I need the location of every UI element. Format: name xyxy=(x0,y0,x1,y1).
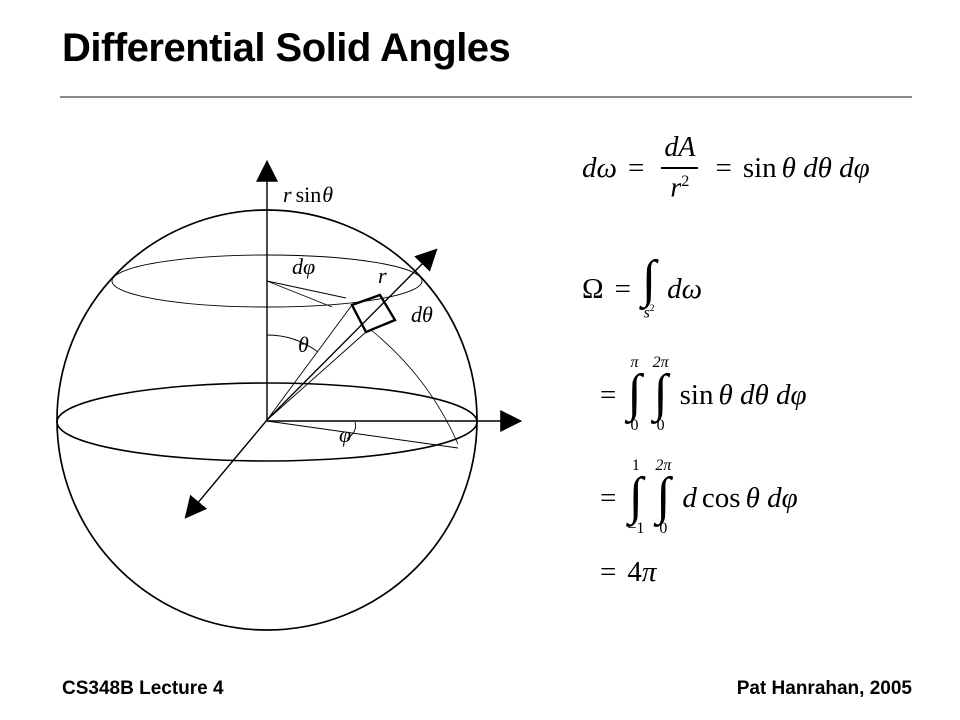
label-theta: θ xyxy=(298,332,309,357)
upper-limit: π xyxy=(630,354,639,371)
eq4-equals: = xyxy=(600,481,617,514)
eq1-lhs: dω xyxy=(582,151,617,184)
eq1-equals-2: = xyxy=(715,151,732,184)
eq2-lhs: Ω xyxy=(582,273,604,306)
eq4-integral-costheta: 1 ∫ −1 xyxy=(627,457,645,538)
lower-limit: s2 xyxy=(643,303,655,321)
dphi-wedge-line-1 xyxy=(266,280,347,299)
eq2-equals: = xyxy=(614,273,631,306)
eq2-integral: ∫ s2 xyxy=(641,251,657,322)
eq4-integral-phi: 2π ∫ 0 xyxy=(655,457,672,538)
integral-sign: ∫ xyxy=(628,467,643,525)
radial-line-lower xyxy=(266,331,367,421)
phi-line xyxy=(266,420,459,449)
eq5-equals: = xyxy=(600,556,617,588)
title-divider xyxy=(60,96,912,98)
lower-limit: 0 xyxy=(630,417,639,435)
fraction-denominator: r2 xyxy=(661,167,699,204)
integral-sign: ∫ xyxy=(653,364,668,422)
eq3-equals: = xyxy=(600,378,617,411)
page-title: Differential Solid Angles xyxy=(62,26,511,70)
eq1-equals-1: = xyxy=(627,151,645,184)
eq3-integral-theta: π ∫ 0 xyxy=(627,354,642,435)
integral-sign: ∫ xyxy=(627,364,642,422)
projection-curve xyxy=(370,329,459,445)
dphi-wedge-line-2 xyxy=(266,280,333,308)
lower-limit: −1 xyxy=(627,520,645,538)
eq3-integral-phi: 2π ∫ 0 xyxy=(652,354,669,435)
radial-line-upper xyxy=(266,304,353,421)
upper-limit: 2π xyxy=(652,354,669,371)
phi-arc xyxy=(346,421,357,440)
fraction-numerator: dA xyxy=(664,132,696,163)
footer-course: CS348B Lecture 4 xyxy=(62,678,224,699)
equation-result: = 4π xyxy=(600,556,656,589)
lower-limit: 0 xyxy=(659,520,668,538)
integral-sign: ∫ xyxy=(641,251,657,308)
upper-limit: 2π xyxy=(655,457,672,474)
theta-arc xyxy=(266,334,319,353)
axis-up-right xyxy=(266,248,438,421)
equation-omega: Ω = ∫ s2 dω xyxy=(582,251,703,322)
eq2-rhs: dω xyxy=(667,273,703,306)
label-r: r xyxy=(378,263,387,288)
eq5-value: 4π xyxy=(627,556,657,588)
axis-down-left xyxy=(184,419,268,519)
label-phi: φ xyxy=(339,422,351,447)
lower-limit: 0 xyxy=(656,417,665,435)
label-d-phi: dφ xyxy=(292,254,315,279)
footer-author: Pat Hanrahan, 2005 xyxy=(736,678,912,699)
integral-sign: ∫ xyxy=(656,467,671,525)
eq1-fraction: dA r2 xyxy=(655,132,704,204)
solid-angle-patch xyxy=(350,293,397,334)
label-d-theta: dθ xyxy=(411,302,433,327)
slide-footer: CS348B Lecture 4 Pat Hanrahan, 2005 xyxy=(62,678,912,700)
upper-limit: 1 xyxy=(631,457,640,474)
